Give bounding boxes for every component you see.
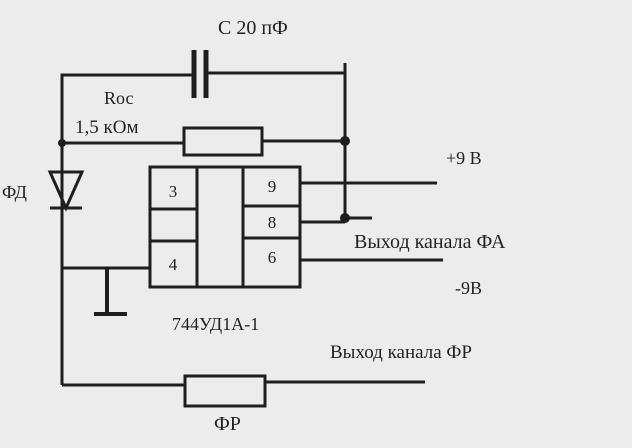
chip-pin-9: 9 [268, 177, 277, 196]
negative-supply-label: -9В [455, 278, 482, 298]
feedback-resistor [58, 126, 350, 157]
fr-resistor-label: ФР [214, 413, 241, 435]
output-fr-label: Выход канала ФР [330, 342, 472, 363]
feedback-resistor-value: 1,5 кОм [75, 117, 138, 138]
photodiode-label: ФД [2, 182, 27, 202]
chip-pin-8: 8 [268, 213, 277, 232]
capacitor [60, 50, 372, 385]
chip-pin-6: 6 [268, 248, 277, 267]
output-fa-label: Выход канала ФА [354, 231, 506, 253]
chip-pin-3: 3 [169, 182, 178, 201]
positive-supply-label: +9 В [446, 148, 482, 168]
feedback-resistor-name: Rос [104, 88, 133, 108]
op-amp-chip [148, 165, 302, 289]
ground-symbol [94, 268, 127, 316]
chip-name: 744УД1А-1 [172, 314, 259, 334]
fr-resistor [62, 374, 425, 408]
capacitor-label: С 20 пФ [218, 17, 288, 39]
chip-pin-4: 4 [169, 255, 178, 274]
photodiode-symbol [47, 170, 85, 212]
